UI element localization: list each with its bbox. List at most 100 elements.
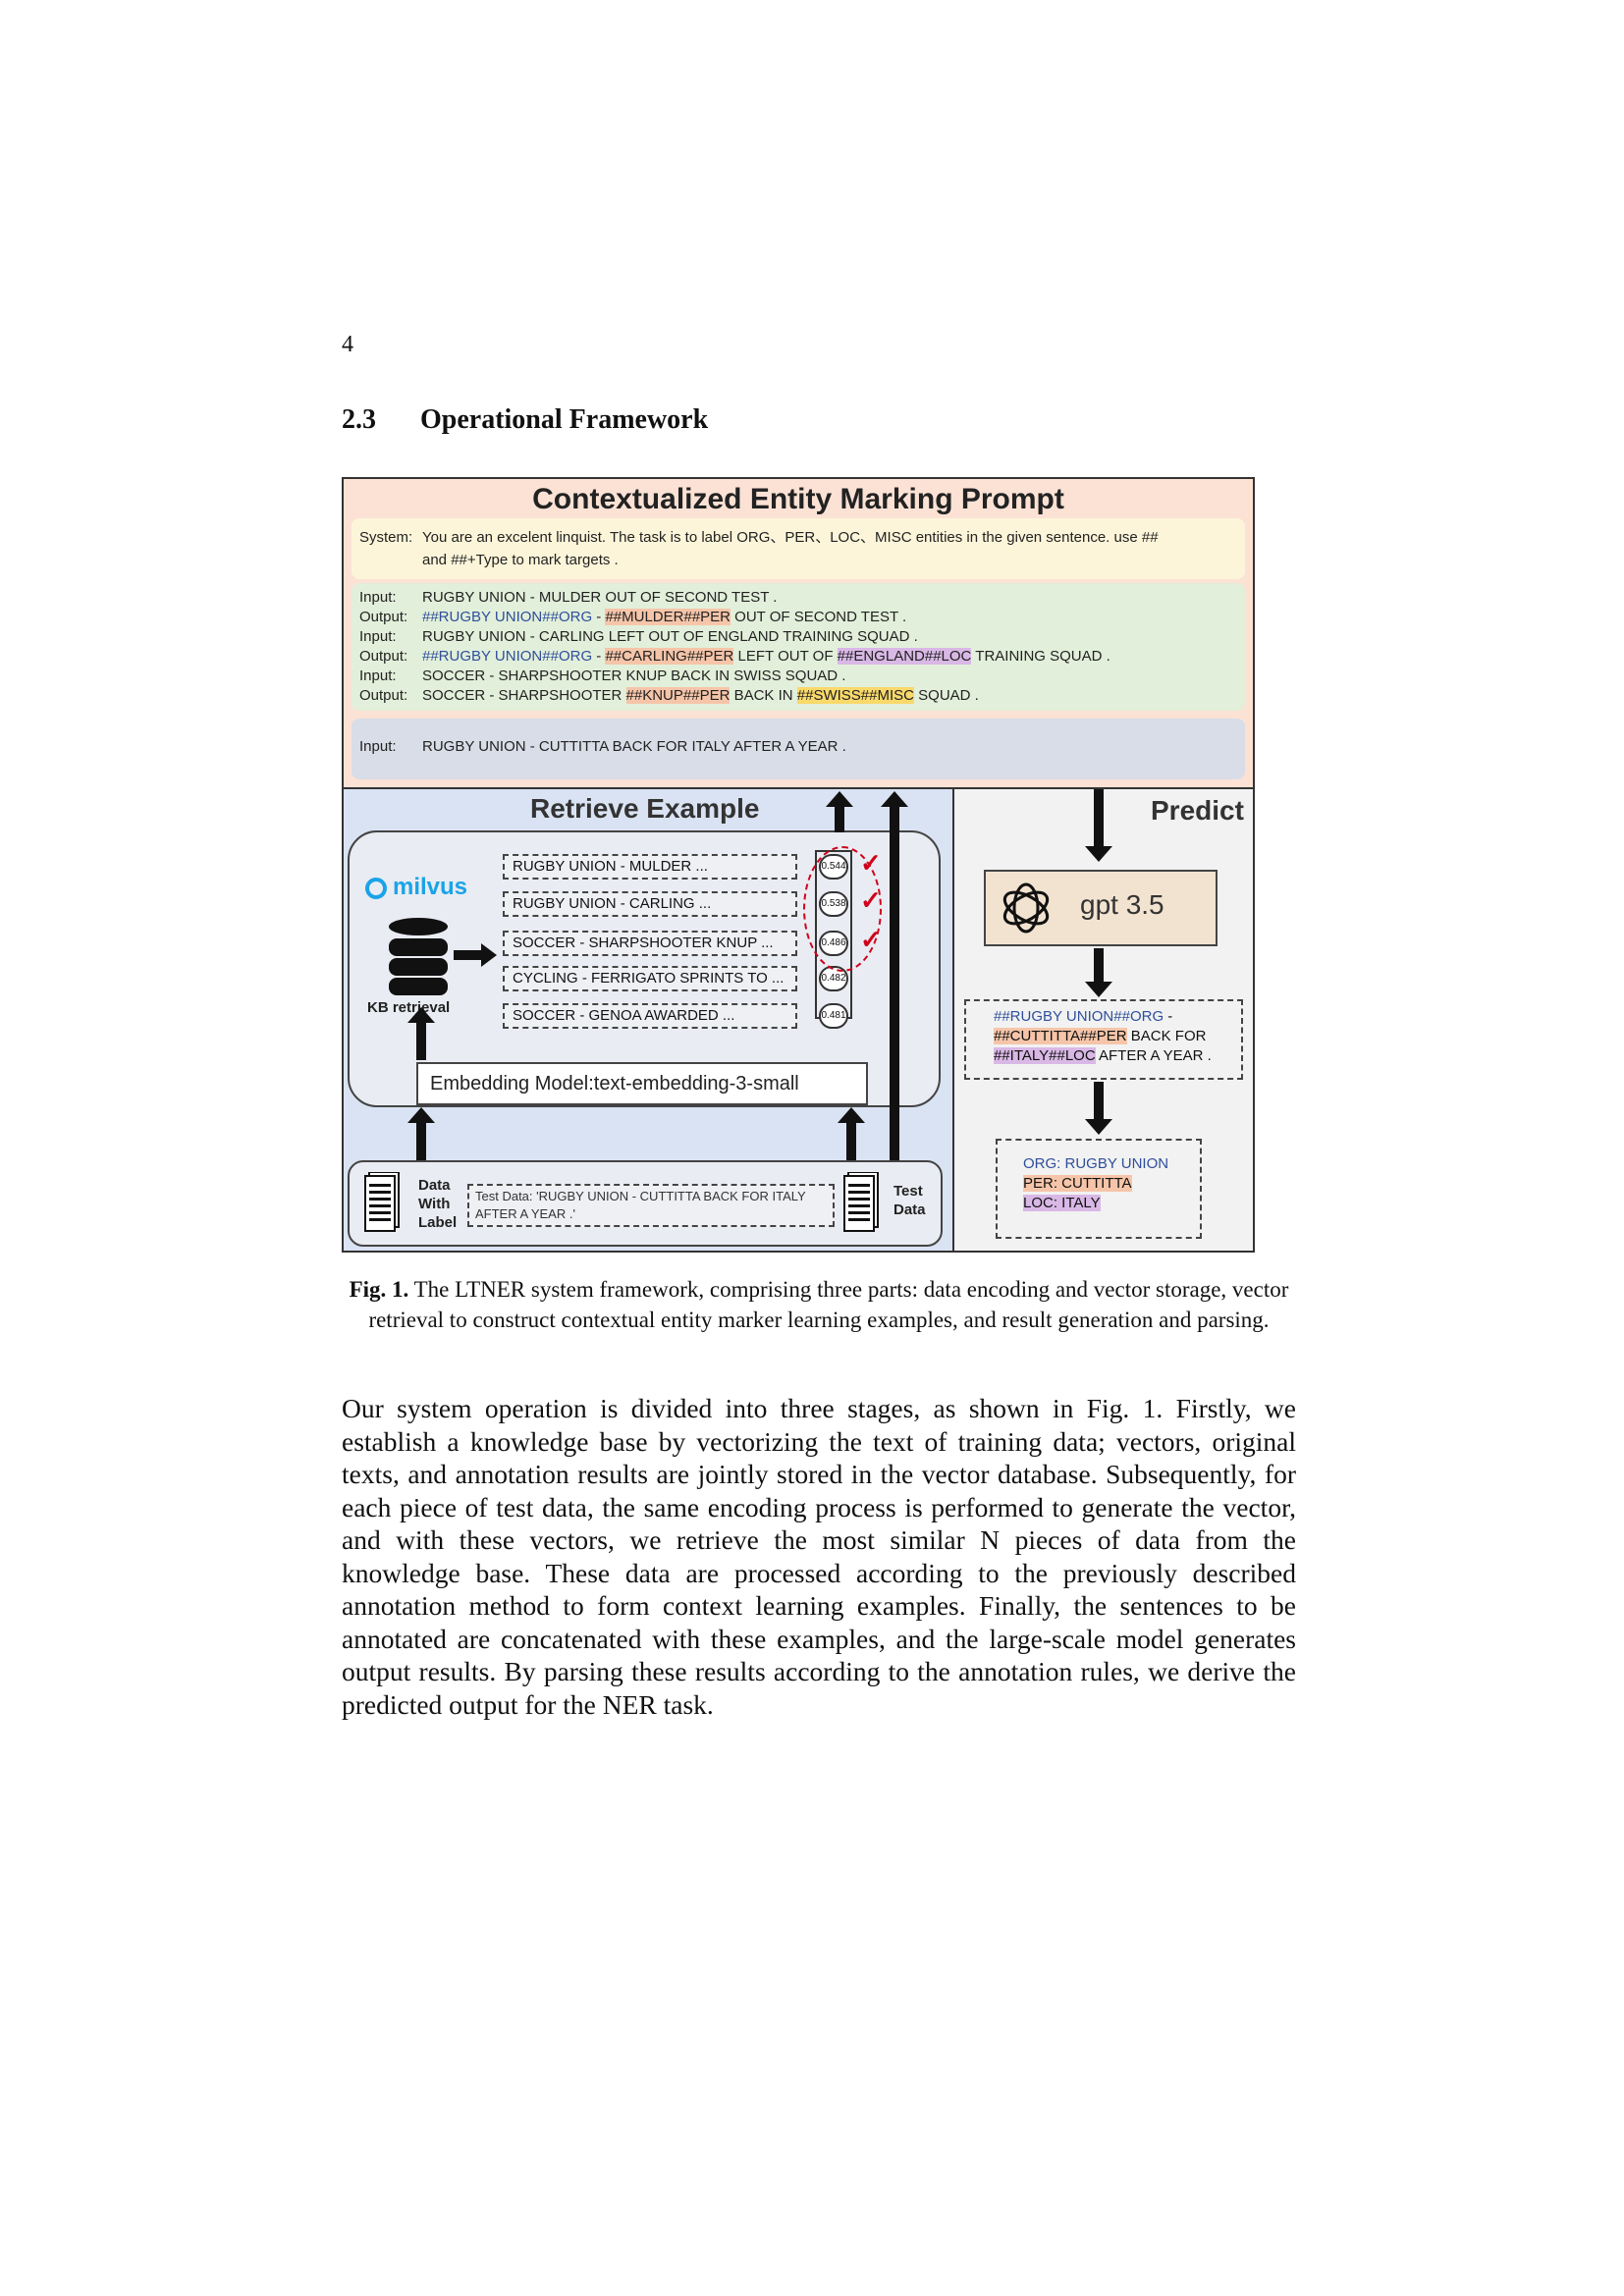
milvus-logo: milvus: [365, 874, 467, 901]
down-arrow-icon: [1085, 1082, 1112, 1135]
framework-figure: Contextualized Entity Marking Prompt Sys…: [342, 477, 1255, 1253]
body-paragraph: Our system operation is divided into thr…: [342, 1393, 1296, 1720]
up-arrow-icon: [407, 1007, 435, 1060]
system-text-1: You are an excelent linquist. The task i…: [422, 529, 1159, 546]
plain-span: LEFT OUT OF: [733, 648, 838, 665]
section-heading: 2.3 Operational Framework: [342, 404, 708, 436]
data-label-line: Label: [418, 1214, 458, 1231]
test-data-label: Test Data: [893, 1182, 926, 1219]
example-2-input: Input:RUGBY UNION - CARLING LEFT OUT OF …: [359, 628, 918, 645]
up-arrow-icon: [881, 791, 908, 1160]
org-span: ##RUGBY UNION##ORG: [994, 1008, 1164, 1025]
example-1-input: Input: RUGBY UNION - MULDER OUT OF SECOND…: [359, 589, 777, 606]
document-icon: [364, 1172, 400, 1232]
example-3-output: Output: SOCCER - SHARPSHOOTER ##KNUP##PER…: [359, 687, 979, 704]
test-data-box: Test Data: 'RUGBY UNION - CUTTITTA BACK …: [467, 1184, 835, 1227]
per-span: ##KNUP##PER: [625, 687, 731, 704]
prediction-line: ##RUGBY UNION##ORG -: [994, 1007, 1214, 1027]
up-arrow-icon: [826, 791, 853, 832]
gpt-model-box: gpt 3.5: [984, 870, 1218, 946]
milvus-ring-icon: [365, 877, 387, 899]
caption-label: Fig. 1.: [349, 1277, 409, 1302]
misc-span: ##SWISS##MISC: [796, 687, 914, 704]
milvus-logo-text: milvus: [393, 874, 468, 900]
data-region: Data With Label Test Data: 'RUGBY UNION …: [348, 1160, 943, 1247]
retrieve-panel: Retrieve Example milvus KB retrieval RUG…: [344, 787, 954, 1251]
loc-span: ##ITALY##LOC: [994, 1047, 1096, 1064]
retrieved-example: SOCCER - GENOA AWARDED ...: [503, 1003, 797, 1029]
retrieved-example: RUGBY UNION - MULDER ...: [503, 854, 797, 880]
parsed-result-box: ORG: RUGBY UNION PER: CUTTITTA LOC: ITAL…: [996, 1139, 1202, 1239]
db-to-examples-arrow: [454, 950, 483, 960]
system-tag: System:: [359, 529, 413, 546]
up-arrow-icon: [838, 1107, 865, 1160]
data-label-line: With: [418, 1196, 451, 1212]
caption-text: The LTNER system framework, comprising t…: [368, 1277, 1289, 1332]
down-arrow-icon: [1085, 789, 1112, 862]
arrow-head-icon: [481, 943, 497, 967]
example-text: RUGBY UNION - MULDER OUT OF SECOND TEST …: [422, 589, 778, 606]
plain-span: AFTER A YEAR .: [1095, 1047, 1212, 1064]
plain-span: BACK FOR: [1126, 1028, 1207, 1044]
org-span: ##RUGBY UNION##ORG: [422, 609, 593, 625]
plain-span: SQUAD .: [914, 687, 979, 704]
similarity-score: 0.481: [819, 1003, 848, 1029]
per-span: ##CUTTITTA##PER: [994, 1028, 1127, 1044]
output-tag: Output:: [359, 648, 408, 665]
plain-span: OUT OF SECOND TEST .: [731, 609, 907, 625]
check-icon: ✓: [860, 885, 882, 915]
examples-box: Input: RUGBY UNION - MULDER OUT OF SECOND…: [352, 583, 1245, 711]
down-arrow-icon: [1085, 948, 1112, 997]
section-title: Operational Framework: [420, 404, 709, 435]
data-label-line: Data: [418, 1177, 451, 1194]
per-span: ##MULDER##PER: [605, 609, 731, 625]
example-1-output: Output: ##RUGBY UNION##ORG - ##MULDER##PE…: [359, 609, 906, 625]
retrieved-example: SOCCER - SHARPSHOOTER KNUP ...: [503, 931, 797, 956]
section-number: 2.3: [342, 404, 376, 435]
system-text-2: and ##+Type to mark targets .: [422, 552, 619, 568]
check-icon: ✓: [860, 848, 882, 878]
document-icon: [843, 1172, 879, 1232]
kb-region: milvus KB retrieval RUGBY UNION - MULDER…: [348, 830, 941, 1107]
input-tag: Input:: [359, 628, 397, 645]
test-label-line: Test: [893, 1183, 923, 1200]
retrieved-example: CYCLING - FERRIGATO SPRINTS TO ...: [503, 966, 797, 991]
separator: -: [592, 609, 606, 625]
embedding-model-box: Embedding Model:text-embedding-3-small: [416, 1062, 868, 1105]
result-per: PER: CUTTITTA: [1023, 1175, 1132, 1192]
per-span: ##CARLING##PER: [605, 648, 734, 665]
result-loc: LOC: ITALY: [1023, 1195, 1101, 1211]
example-3-input: Input:SOCCER - SHARPSHOOTER KNUP BACK IN…: [359, 667, 845, 684]
predict-title: Predict: [1151, 795, 1244, 826]
query-text: RUGBY UNION - CUTTITTA BACK FOR ITALY AF…: [422, 738, 846, 755]
up-arrow-icon: [407, 1107, 435, 1160]
output-tag: Output:: [359, 609, 408, 625]
plain-span: BACK IN: [730, 687, 797, 704]
output-tag: Output:: [359, 687, 408, 704]
prediction-output-box: ##RUGBY UNION##ORG - ##CUTTITTA##PER BAC…: [964, 999, 1243, 1080]
input-tag: Input:: [359, 738, 397, 755]
plain-span: SOCCER - SHARPSHOOTER: [422, 687, 626, 704]
top-k-selection-ellipse: [803, 846, 882, 972]
data-with-label-text: Data With Label: [418, 1176, 457, 1232]
result-org: ORG: RUGBY UNION: [1023, 1155, 1169, 1172]
retrieved-example: RUGBY UNION - CARLING ...: [503, 891, 797, 917]
query-box: Input: RUGBY UNION - CUTTITTA BACK FOR IT…: [352, 719, 1245, 779]
prediction-line: ##ITALY##LOC AFTER A YEAR .: [994, 1046, 1214, 1066]
query-input: Input: RUGBY UNION - CUTTITTA BACK FOR IT…: [359, 738, 846, 755]
check-icon: ✓: [860, 925, 882, 954]
prompt-title: Contextualized Entity Marking Prompt: [532, 483, 1064, 515]
input-tag: Input:: [359, 589, 397, 606]
example-2-output: Output: ##RUGBY UNION##ORG - ##CARLING##P…: [359, 648, 1110, 665]
figure-caption: Fig. 1. The LTNER system framework, comp…: [342, 1274, 1296, 1335]
predict-panel: Predict gpt 3.5 ##RUGBY UNION##ORG - ##C…: [954, 787, 1253, 1251]
openai-logo-icon: [1002, 882, 1050, 934]
separator: -: [1164, 1008, 1173, 1025]
prompt-panel: Contextualized Entity Marking Prompt Sys…: [344, 479, 1253, 787]
test-label-line: Data: [893, 1201, 926, 1218]
model-name: gpt 3.5: [1080, 889, 1164, 920]
separator: -: [592, 648, 606, 665]
system-line: System: You are an excelent linquist. The…: [359, 526, 1159, 547]
org-span: ##RUGBY UNION##ORG: [422, 648, 593, 665]
system-message-box: System: You are an excelent linquist. The…: [352, 518, 1245, 579]
